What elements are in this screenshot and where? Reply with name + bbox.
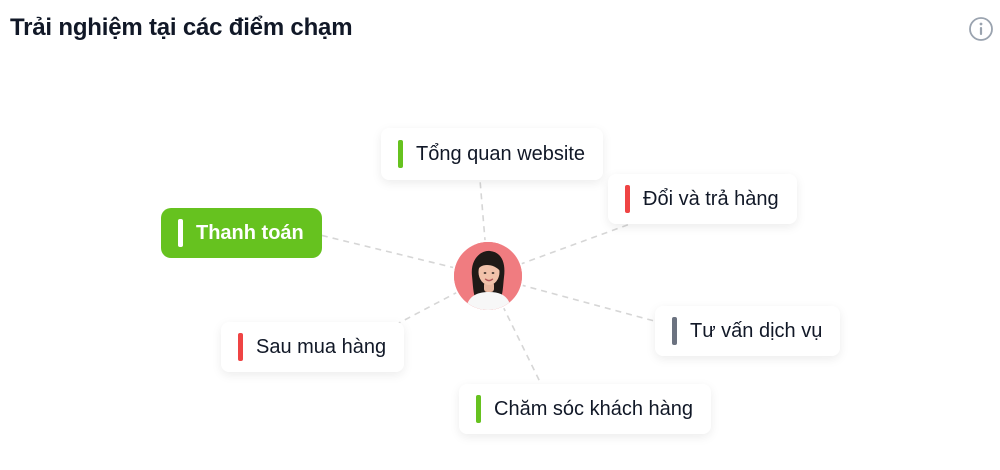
edge-cham-soc-khach-hang [487,275,543,387]
touchpoint-label: Chăm sóc khách hàng [494,398,694,420]
touchpoint-tong-quan-website[interactable]: Tổng quan website [381,128,604,180]
edge-thanh-toan [319,234,489,277]
person-icon [454,242,522,310]
status-bar [398,140,403,168]
status-bar [672,317,677,345]
touchpoint-label: Tư vấn dịch vụ [690,320,823,342]
touchpoint-doi-va-tra-hang[interactable]: Đổi và trả hàng [608,174,797,224]
touchpoint-label: Sau mua hàng [256,336,387,358]
status-bar [625,185,630,213]
person-avatar [454,242,522,310]
touchpoint-label: Đổi và trả hàng [643,188,779,210]
edge-tu-van-dich-vu [487,275,659,323]
touchpoint-label: Thanh toán [196,222,304,244]
touchpoint-label: Tổng quan website [416,143,586,165]
info-icon[interactable] [968,16,994,42]
status-bar [178,219,183,247]
touchpoint-tu-van-dich-vu[interactable]: Tư vấn dịch vụ [655,306,841,356]
page-title: Trải nghiệm tại các điểm chạm [10,14,353,41]
status-bar [476,395,481,423]
touchpoint-thanh-toan[interactable]: Thanh toán [161,208,322,258]
status-bar [238,333,243,361]
touchpoint-cham-soc-khach-hang[interactable]: Chăm sóc khách hàng [459,384,712,434]
touchpoint-sau-mua-hang[interactable]: Sau mua hàng [221,322,405,372]
